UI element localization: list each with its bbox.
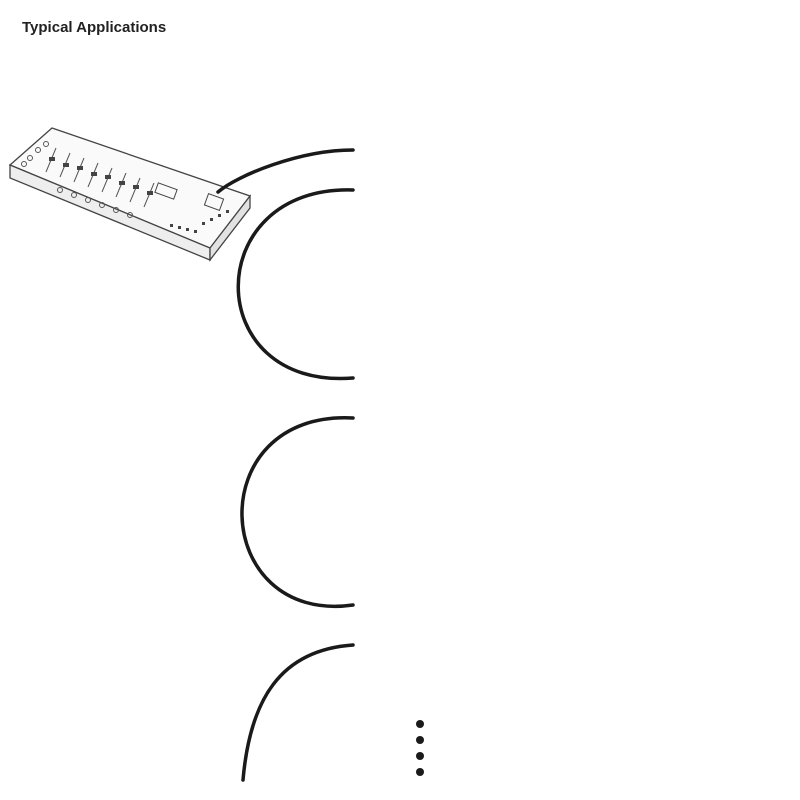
dmx-console-icon [8,127,252,262]
ellipsis-dots-icon [416,720,424,776]
dmx-cables [216,148,355,782]
page-title: Typical Applications [22,19,167,36]
